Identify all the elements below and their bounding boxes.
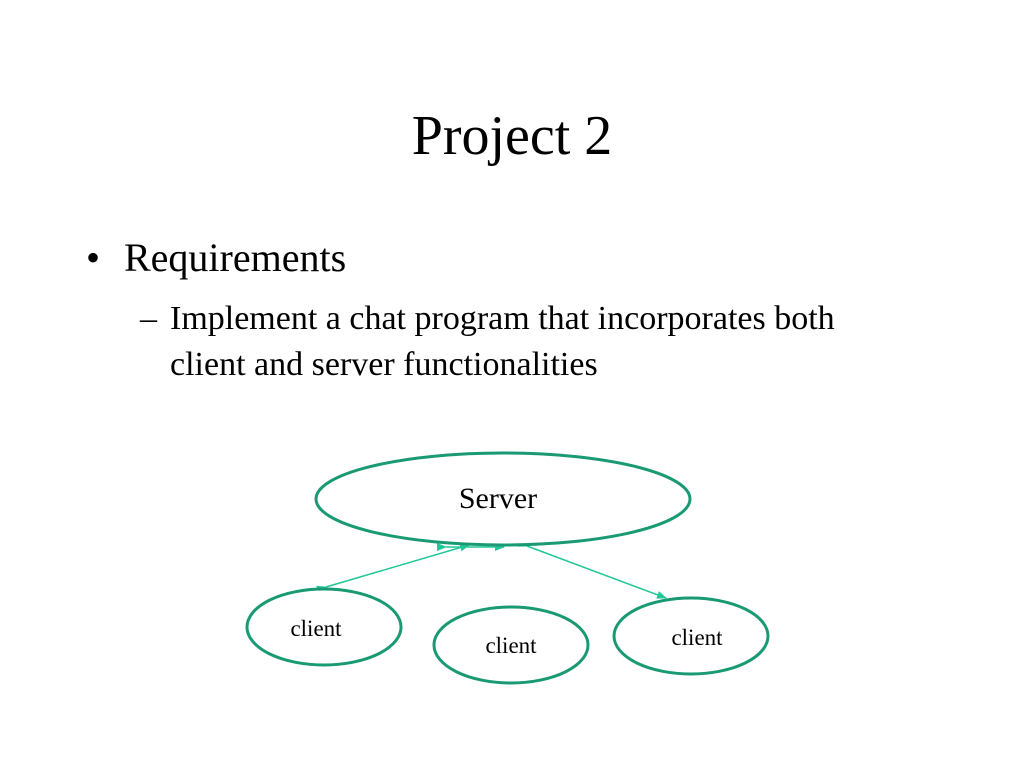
arrow-server-client-3 xyxy=(517,539,667,599)
sub-bullet-implement: – Implement a chat program that incorpor… xyxy=(140,296,900,388)
client-label: client xyxy=(485,633,537,658)
slide-title: Project 2 xyxy=(411,105,613,167)
client-label: client xyxy=(671,625,723,650)
sub-bullet-text: Implement a chat program that incorporat… xyxy=(170,300,835,383)
bullet-requirements: • Requirements xyxy=(86,232,346,284)
server-node: Server xyxy=(314,451,692,547)
sub-bullet-marker: – xyxy=(140,300,157,337)
client-node-1: client xyxy=(245,587,403,667)
client-node-3: client xyxy=(612,596,770,676)
client-node-2: client xyxy=(432,605,590,685)
arrow-server-client-1 xyxy=(316,543,470,594)
client-label: client xyxy=(290,616,342,641)
server-label: Server xyxy=(459,482,537,515)
bullet-text: Requirements xyxy=(124,235,347,280)
bullet-marker: • xyxy=(86,235,101,280)
